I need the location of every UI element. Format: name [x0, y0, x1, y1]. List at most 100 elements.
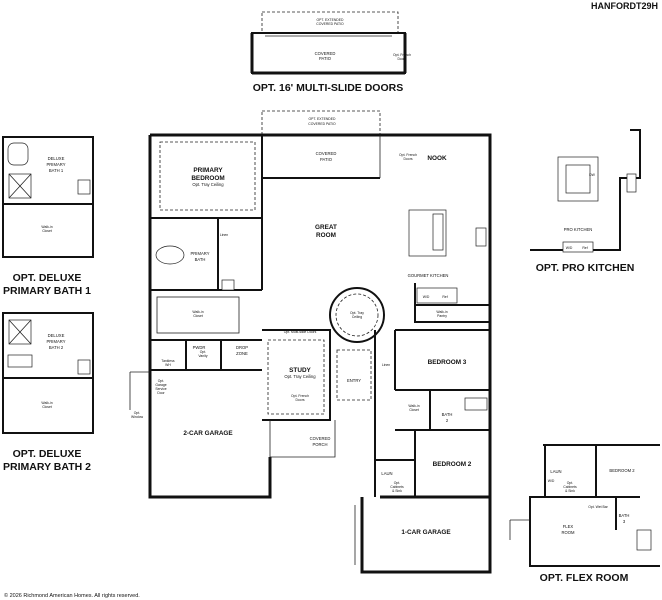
- deluxe-1-label-2: PRIMARY: [46, 162, 65, 167]
- covered-porch-label: COVERED: [310, 436, 331, 441]
- laun-label: LAUN: [381, 471, 392, 476]
- flex-bath-label: BATH: [619, 513, 630, 518]
- flex-bath-num: 3: [623, 519, 626, 524]
- option-deluxe-bath-2: DELUXE PRIMARY BATH 2 Walk-in Closet: [2, 312, 94, 434]
- primary-bedroom-label-2: BEDROOM: [191, 175, 224, 182]
- flex-wet-bar: Opt. Wet Bar: [588, 505, 608, 509]
- ext-patio-label: OPT. EXTENDED: [317, 18, 344, 22]
- garage-service-door-4: Door: [157, 391, 165, 395]
- deluxe-1-closet: Walk-in: [41, 225, 52, 229]
- bath2-closet: Walk-in: [408, 404, 419, 408]
- primary-bedroom-label: PRIMARY: [193, 167, 223, 174]
- pantry-label-2: Pantry: [437, 314, 447, 318]
- linen-label: Linen: [220, 233, 228, 237]
- caption-deluxe-2-line2: PRIMARY BATH 2: [3, 461, 91, 473]
- pro-ref: Ref: [582, 246, 587, 250]
- pro-dw: DW: [589, 173, 595, 177]
- primary-bedroom-sub: Opt. Tray Ceiling: [192, 182, 224, 187]
- tankless-label-2: WH: [165, 363, 171, 367]
- covered-patio-opt-label: COVERED: [315, 51, 336, 56]
- covered-patio-label-2: PATIO: [320, 157, 333, 162]
- nook-french-doors-2: Doors: [403, 157, 412, 161]
- gourmet-kitchen-label: GOURMET KITCHEN: [408, 273, 449, 278]
- nook-french-doors: Opt. French: [399, 153, 417, 157]
- garage-service-door-3: Service: [155, 387, 166, 391]
- option-deluxe-bath-1: DELUXE PRIMARY BATH 1 Walk-in Closet: [2, 136, 94, 258]
- study-french-doors: Opt. French: [291, 394, 309, 398]
- french-doors-note-2: Doors: [397, 57, 406, 61]
- deluxe-2-closet-2: Closet: [42, 405, 52, 409]
- caption-multi-slide: OPT. 16' MULTI-SLIDE DOORS: [253, 82, 403, 94]
- caption-deluxe-1: OPT. DELUXE: [13, 272, 82, 284]
- rotunda-tray: Opt. Tray: [350, 311, 364, 315]
- study-label: STUDY: [289, 367, 311, 374]
- flex-cabinets: Opt.: [567, 481, 573, 485]
- ext-patio-label-2: COVERED PATIO: [316, 22, 344, 26]
- drop-zone-label: DROP: [236, 345, 248, 350]
- drop-zone-label-2: ZONE: [236, 351, 248, 356]
- vanity-note-2: Vanity: [198, 354, 207, 358]
- nook-label: NOOK: [427, 155, 447, 162]
- main-floor-plan: OPT. EXTENDED COVERED PATIO PRIMARY BEDR…: [129, 110, 492, 574]
- multi-slide-note: Opt. Multi-slide Doors: [284, 330, 317, 334]
- great-room-label: GREAT: [315, 224, 337, 231]
- caption-deluxe-2: OPT. DELUXE: [13, 448, 82, 460]
- pwdr-label: PWDR: [193, 345, 206, 350]
- bedroom-2-label: BEDROOM 2: [433, 461, 472, 468]
- window-note: Opt.: [134, 411, 140, 415]
- main-ext-patio: OPT. EXTENDED: [309, 117, 336, 121]
- flex-room-label-2: ROOM: [561, 530, 575, 535]
- flex-bedroom-2-label: BEDROOM 2: [609, 468, 635, 473]
- ref-label: Ref: [442, 295, 447, 299]
- bath2-closet-2: Closet: [409, 408, 419, 412]
- window-note-2: Window: [131, 415, 144, 419]
- caption-pro-kitchen: OPT. PRO KITCHEN: [536, 262, 635, 274]
- wd-label: W/D: [423, 295, 430, 299]
- deluxe-1-label: DELUXE: [48, 156, 65, 161]
- pantry-label: Walk-in: [436, 310, 447, 314]
- flex-room-label: FLEX: [563, 524, 574, 529]
- caption-deluxe-1-line2: PRIMARY BATH 1: [3, 285, 91, 297]
- study-french-doors-2: Doors: [295, 398, 304, 402]
- study-sub: Opt. Tray Ceiling: [284, 374, 316, 379]
- rotunda-tray-2: Ceiling: [352, 315, 362, 319]
- vanity-note: Opt.: [200, 350, 206, 354]
- bedroom-3-label: BEDROOM 3: [428, 359, 467, 366]
- covered-patio-label: COVERED: [316, 151, 337, 156]
- deluxe-1-closet-2: Closet: [42, 229, 52, 233]
- primary-closet-label: Walk-in: [192, 310, 203, 314]
- deluxe-1-label-3: BATH 1: [49, 168, 64, 173]
- laun-cabinets-2: Cabinets: [390, 485, 404, 489]
- linen-2-label: Linen: [382, 363, 390, 367]
- primary-bath-label-2: BATH: [195, 257, 206, 262]
- option-pro-kitchen: W/D Ref DW PRO KITCHEN: [530, 129, 641, 253]
- flex-wd: W/D: [548, 479, 555, 483]
- great-room-label-2: ROOM: [316, 232, 336, 239]
- laun-cabinets-3: & Sink: [392, 489, 402, 493]
- primary-closet-label-2: Closet: [193, 314, 203, 318]
- laun-cabinets: Opt.: [394, 481, 400, 485]
- option-flex-room: LAUN W/D Opt. Cabinets & Sink BEDROOM 2 …: [509, 444, 660, 567]
- garage-service-door-2: Garage: [155, 383, 166, 387]
- bath-2-label: BATH: [442, 412, 453, 417]
- one-car-garage-label: 1-CAR GARAGE: [401, 529, 451, 536]
- covered-porch-label-2: PORCH: [312, 442, 327, 447]
- two-car-garage-label: 2-CAR GARAGE: [183, 430, 233, 437]
- flex-cabinets-2: Cabinets: [563, 485, 577, 489]
- deluxe-2-label-3: BATH 2: [49, 345, 64, 350]
- tankless-label: Tankless: [161, 359, 174, 363]
- caption-flex-room: OPT. FLEX ROOM: [540, 572, 629, 584]
- deluxe-2-closet: Walk-in: [41, 401, 52, 405]
- bath-2-num: 2: [446, 418, 449, 423]
- french-doors-note: Opt. French: [393, 53, 411, 57]
- primary-bath-label: PRIMARY: [190, 251, 209, 256]
- main-ext-patio-2: COVERED PATIO: [308, 122, 336, 126]
- covered-patio-opt-label-2: PATIO: [319, 56, 332, 61]
- flex-laun-label: LAUN: [550, 469, 561, 474]
- deluxe-2-label-2: PRIMARY: [46, 339, 65, 344]
- pro-wd: W/D: [566, 246, 573, 250]
- flex-cabinets-3: & Sink: [565, 489, 575, 493]
- deluxe-2-label: DELUXE: [48, 333, 65, 338]
- pro-kitchen-label: PRO KITCHEN: [564, 227, 593, 232]
